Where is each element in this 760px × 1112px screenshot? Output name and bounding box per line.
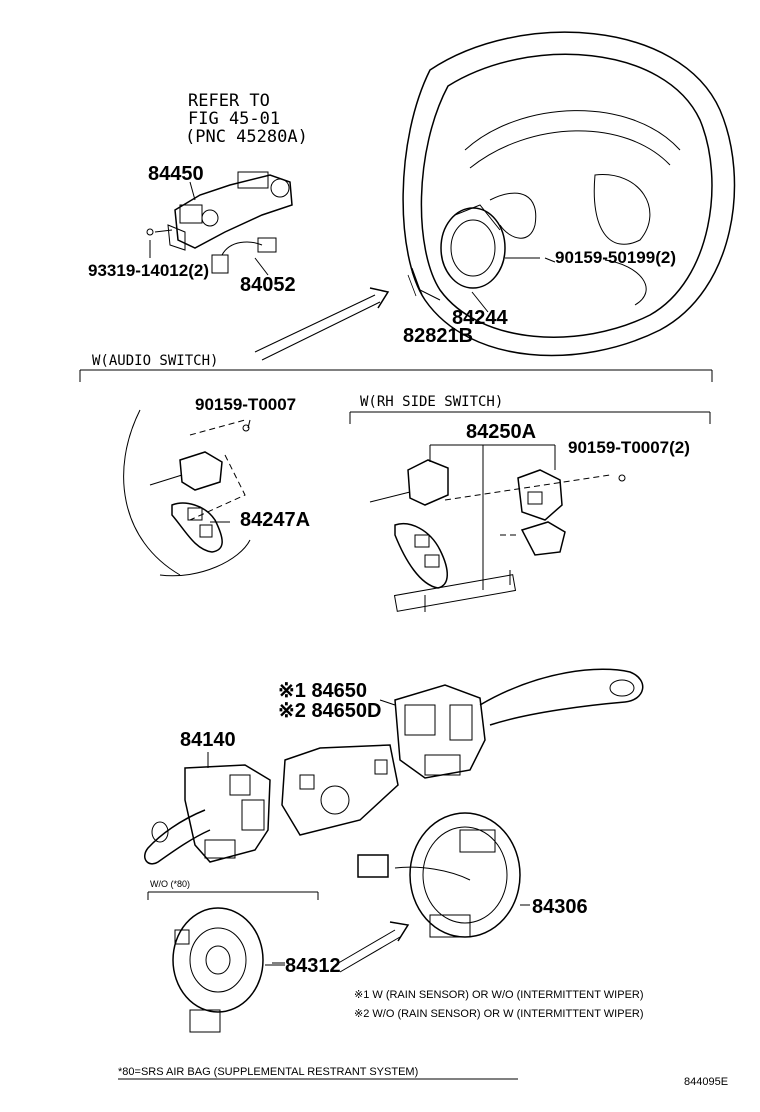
- label-84250A: 84250A: [466, 421, 536, 443]
- part-84052-drawing: [211, 237, 277, 274]
- steering-wheel-drawing: [402, 31, 736, 357]
- section-rh-side-switch: W(RH SIDE SWITCH): [360, 394, 503, 410]
- label-93319-14012: 93319-14012(2): [88, 261, 209, 280]
- label-84247A: 84247A: [240, 509, 310, 531]
- part-84306-drawing: [357, 812, 530, 938]
- note-2: ※2 W/O (RAIN SENSOR) OR W (INTERMITTENT …: [354, 1008, 644, 1020]
- footer-airbag-definition: *80=SRS AIR BAG (SUPPLEMENTAL RESTRANT S…: [118, 1066, 418, 1078]
- note-1: ※1 W (RAIN SENSOR) OR W/O (INTERMITTENT …: [354, 989, 644, 1001]
- arrow-to-84306: [334, 921, 410, 973]
- label-84140: 84140: [180, 729, 236, 751]
- label-84312: 84312: [285, 955, 341, 977]
- part-84250A-drawing: [369, 444, 626, 612]
- label-82821B: 82821B: [403, 325, 473, 347]
- figure-id: 844095E: [684, 1076, 728, 1088]
- arrow-to-wheel: [254, 287, 390, 361]
- section-audio-switch: W(AUDIO SWITCH): [92, 353, 218, 369]
- rh-side-switch-bracket: [349, 411, 711, 424]
- part-84247A-drawing: [123, 409, 251, 577]
- switch-bracket-drawing: [281, 744, 399, 836]
- label-90159-T0007-2: 90159-T0007(2): [568, 438, 690, 457]
- refer-note-line1: REFER TO: [188, 91, 270, 111]
- audio-switch-bracket: [79, 369, 713, 382]
- label-84306: 84306: [532, 896, 588, 918]
- part-84140-drawing: [144, 764, 271, 865]
- part-84312-drawing: [172, 907, 285, 1033]
- label-90159-50199: 90159-50199(2): [555, 248, 676, 267]
- label-84650D: ※2 84650D: [278, 700, 382, 722]
- label-84450: 84450: [148, 163, 204, 185]
- refer-note-line2: FIG 45-01: [188, 109, 280, 129]
- section-wo-airbag: W/O (*80): [150, 879, 190, 889]
- label-84052: 84052: [240, 274, 296, 296]
- part-84650-drawing: [394, 668, 644, 779]
- label-90159-T0007: 90159-T0007: [195, 395, 296, 414]
- label-84650: ※1 84650: [278, 680, 367, 702]
- part-84450-drawing: [146, 171, 293, 251]
- wo-airbag-bracket: [147, 891, 319, 900]
- label-84244: 84244: [452, 307, 508, 329]
- leader-lines: [149, 181, 556, 964]
- refer-note-line3: (PNC 45280A): [185, 127, 308, 147]
